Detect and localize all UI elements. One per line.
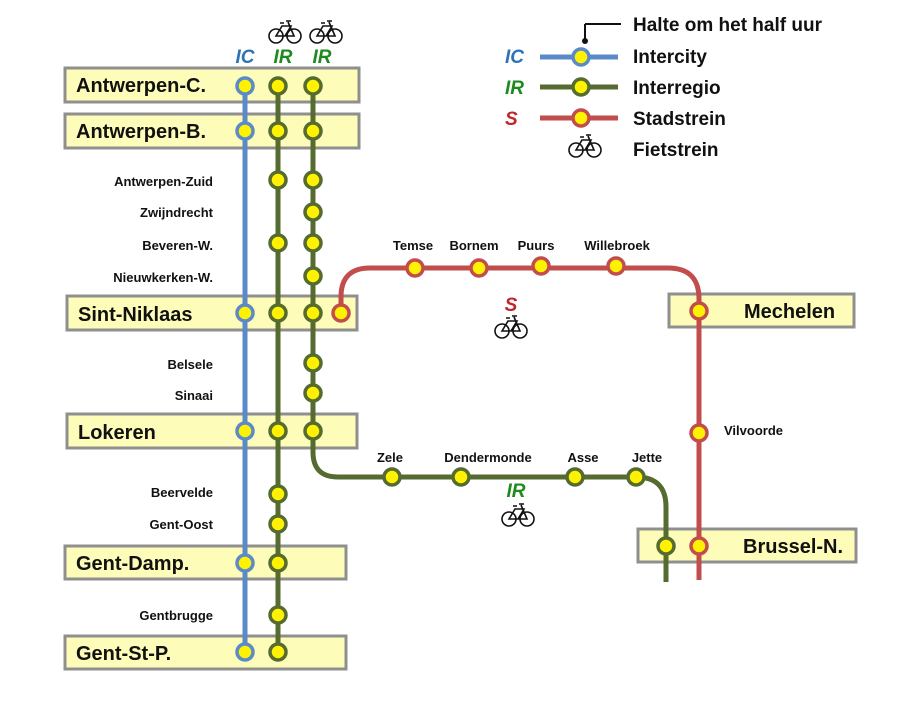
stop-ir2-asse <box>565 467 585 487</box>
header-ir2-label: IR <box>313 47 332 68</box>
stop-ir2-antwerpen-b <box>303 121 323 141</box>
header-ir1-label: IR <box>274 47 293 68</box>
station-box-gent-damp: Gent-Damp. <box>63 544 348 581</box>
bike-icon <box>568 134 602 158</box>
s-line <box>338 265 702 580</box>
stop-ir2-zwijndrecht <box>303 202 323 222</box>
station-label-gentbrugge: Gentbrugge <box>139 608 213 623</box>
stop-ir1-gent-damp <box>268 553 288 573</box>
legend-ir-code: IR <box>505 78 524 99</box>
station-label-beervelde: Beervelde <box>151 485 213 500</box>
stop-ir1-antwerpen-b <box>268 121 288 141</box>
station-label-antwerpen-zuid: Antwerpen-Zuid <box>114 174 213 189</box>
stop-ir2-dendermonde <box>451 467 471 487</box>
stop-ic-gent-st-p <box>235 642 255 662</box>
station-label-bornem: Bornem <box>449 238 498 253</box>
legend: Halte om het half uur IC Intercity IR In… <box>505 15 823 161</box>
stop-ir1-antwerpen-c <box>268 76 288 96</box>
legend-ic-code: IC <box>505 47 524 68</box>
stop-ir2-antwerpen-zuid <box>303 170 323 190</box>
stop-ic-lokeren <box>235 421 255 441</box>
stop-ir1-gent-st-p <box>268 642 288 662</box>
station-label-sinaai: Sinaai <box>175 388 213 403</box>
station-box-sint-niklaas: Sint-Niklaas <box>65 294 359 332</box>
legend-s-label: Stadstrein <box>633 109 726 130</box>
station-label-jette: Jette <box>632 450 662 465</box>
stop-ic-antwerpen-c <box>235 76 255 96</box>
station-label-puurs: Puurs <box>518 238 555 253</box>
legend-ir-label: Interregio <box>633 78 721 99</box>
ir-route-label: IR <box>507 481 526 502</box>
stop-ir2-nieuwkerken-w <box>303 266 323 286</box>
station-label-beveren-w: Beveren-W. <box>142 238 213 253</box>
stop-s-puurs <box>531 256 551 276</box>
stop-ir2-sint-niklaas <box>303 303 323 323</box>
stop-ir1-gent-oost <box>268 514 288 534</box>
bike-icon <box>501 503 535 527</box>
bike-icon <box>494 315 528 339</box>
stop-ir2-lokeren <box>303 421 323 441</box>
station-label-zwijndrecht: Zwijndrecht <box>140 205 214 220</box>
stop-ir2-antwerpen-c <box>303 76 323 96</box>
stop-ir1-beveren-w <box>268 233 288 253</box>
station-label-vilvoorde: Vilvoorde <box>724 423 783 438</box>
station-label-temse: Temse <box>393 238 433 253</box>
stop-ir1-sint-niklaas <box>268 303 288 323</box>
legend-half-hour-marker <box>584 23 621 41</box>
legend-bike-label: Fietstrein <box>633 140 719 161</box>
stop-ir2-jette <box>626 467 646 487</box>
station-label-zele: Zele <box>377 450 403 465</box>
stop-ic-antwerpen-b <box>235 121 255 141</box>
stop-ir2-zele <box>382 467 402 487</box>
s-route-label: S <box>505 295 518 316</box>
station-label-gent-st-p: Gent-St-P. <box>76 643 171 665</box>
legend-ic-label: Intercity <box>633 47 707 68</box>
stop-ir2-sinaai <box>303 383 323 403</box>
legend-s-code: S <box>505 109 518 130</box>
bike-icon <box>268 20 302 44</box>
bike-icon <box>309 20 343 44</box>
stop-ir1-antwerpen-zuid <box>268 170 288 190</box>
stop-s-willebroek <box>606 256 626 276</box>
stop-ir2-beveren-w <box>303 233 323 253</box>
station-label-antwerpen-c: Antwerpen-C. <box>76 75 206 97</box>
stop-ir2-brussel-n <box>656 536 676 556</box>
station-label-gent-damp: Gent-Damp. <box>76 553 189 575</box>
station-label-antwerpen-b: Antwerpen-B. <box>76 121 206 143</box>
station-box-gent-st-p: Gent-St-P. <box>63 634 348 671</box>
stop-ir1-lokeren <box>268 421 288 441</box>
stop-ic-sint-niklaas <box>235 303 255 323</box>
legend-half-hour-label: Halte om het half uur <box>633 15 823 36</box>
station-label-dendermonde: Dendermonde <box>444 450 531 465</box>
stop-ir2-belsele <box>303 353 323 373</box>
station-label-belsele: Belsele <box>167 357 213 372</box>
station-label-asse: Asse <box>567 450 598 465</box>
stops <box>235 76 709 662</box>
stop-ir1-beervelde <box>268 484 288 504</box>
stop-s-sint-niklaas <box>331 303 351 323</box>
station-label-mechelen: Mechelen <box>744 301 835 323</box>
station-label-lokeren: Lokeren <box>78 422 156 444</box>
stop-s-vilvoorde <box>689 423 709 443</box>
station-label-gent-oost: Gent-Oost <box>149 517 213 532</box>
station-label-nieuwkerken-w: Nieuwkerken-W. <box>113 270 213 285</box>
stop-ir1-gentbrugge <box>268 605 288 625</box>
ir-line-2 <box>310 86 669 582</box>
stop-s-brussel-n <box>689 536 709 556</box>
station-label-willebroek: Willebroek <box>584 238 650 253</box>
station-label-sint-niklaas: Sint-Niklaas <box>78 304 192 326</box>
stop-s-temse <box>405 258 425 278</box>
station-label-brussel-n: Brussel-N. <box>743 536 843 558</box>
stop-s-bornem <box>469 258 489 278</box>
stop-s-mechelen <box>689 301 709 321</box>
stop-ic-gent-damp <box>235 553 255 573</box>
header-ic-label: IC <box>236 47 255 68</box>
